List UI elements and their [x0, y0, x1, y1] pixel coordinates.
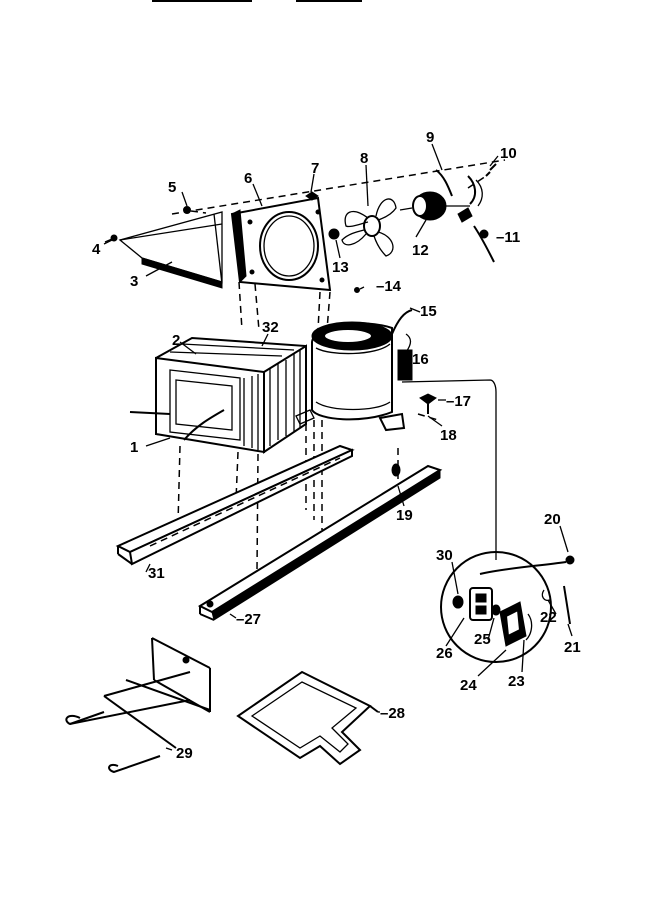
callout-32: 32 — [262, 319, 279, 336]
grommet-17 — [419, 393, 437, 414]
callout-13: 13 — [332, 259, 349, 276]
callout-1: 1 — [130, 439, 138, 456]
callout-11: –11 — [496, 229, 520, 246]
callout-20: 20 — [544, 511, 561, 528]
callout-26: 26 — [436, 645, 453, 662]
grommet-clip — [457, 207, 473, 223]
callout-12: 12 — [412, 242, 429, 259]
relay-25 — [469, 587, 493, 621]
callout-2: 2 — [172, 332, 180, 349]
cord-11 — [473, 225, 495, 263]
callout-27: –27 — [236, 611, 261, 628]
compressor — [295, 321, 406, 432]
callout-6: 6 — [244, 170, 252, 187]
assembly-guides — [171, 159, 506, 331]
fan-mounting-plate — [230, 196, 332, 292]
screw-25b — [491, 604, 501, 616]
screw-21 — [563, 585, 571, 625]
electrical-detail-circle — [440, 551, 575, 663]
callout-18: 18 — [440, 427, 457, 444]
base-rail-27 — [197, 464, 443, 621]
callout-15: 15 — [420, 303, 437, 320]
compressor-tube-15 — [391, 309, 413, 335]
callout-19: 19 — [396, 507, 413, 524]
overload-wire — [401, 379, 497, 560]
screw-7 — [305, 191, 319, 201]
screw-14 — [354, 287, 360, 293]
callouts: 1 2 3 4 5 6 7 8 9 10 –11 12 13 –14 15 16… — [92, 129, 581, 762]
callout-16: 16 — [412, 351, 429, 368]
overload-24 — [499, 601, 527, 647]
callout-14: –14 — [376, 278, 402, 295]
callout-7: 7 — [311, 160, 319, 177]
callout-10: 10 — [500, 145, 517, 162]
clip-30 — [452, 595, 464, 609]
callout-23: 23 — [508, 673, 525, 690]
callout-17: –17 — [446, 393, 471, 410]
callout-28: –28 — [380, 705, 405, 722]
callout-25: 25 — [474, 631, 491, 648]
callout-5: 5 — [168, 179, 176, 196]
leader-lines — [103, 143, 573, 751]
fan-blade — [341, 198, 397, 257]
screw-10 — [467, 163, 497, 189]
cover-23 — [525, 613, 533, 641]
callout-31: 31 — [148, 565, 165, 582]
callout-9: 9 — [426, 129, 434, 146]
coil-fins — [243, 350, 301, 450]
callout-4: 4 — [92, 241, 101, 258]
screw-5 — [183, 206, 207, 214]
grommet-19 — [391, 448, 401, 500]
callout-22: 22 — [540, 609, 557, 626]
callout-3: 3 — [130, 273, 138, 290]
screw-4 — [104, 234, 118, 243]
callout-30: 30 — [436, 547, 453, 564]
fan-shroud-bracket — [118, 211, 223, 289]
screw-18 — [417, 413, 439, 421]
condenser-coil — [129, 336, 307, 454]
wire-rack — [65, 637, 211, 774]
callout-21: 21 — [564, 639, 581, 656]
nut-13 — [328, 228, 340, 240]
callout-29: 29 — [176, 745, 193, 762]
callout-24: 24 — [460, 677, 477, 694]
callout-8: 8 — [360, 150, 368, 167]
base-rail-31 — [115, 444, 355, 566]
drain-pan — [236, 670, 379, 766]
fan-motor — [399, 191, 470, 221]
